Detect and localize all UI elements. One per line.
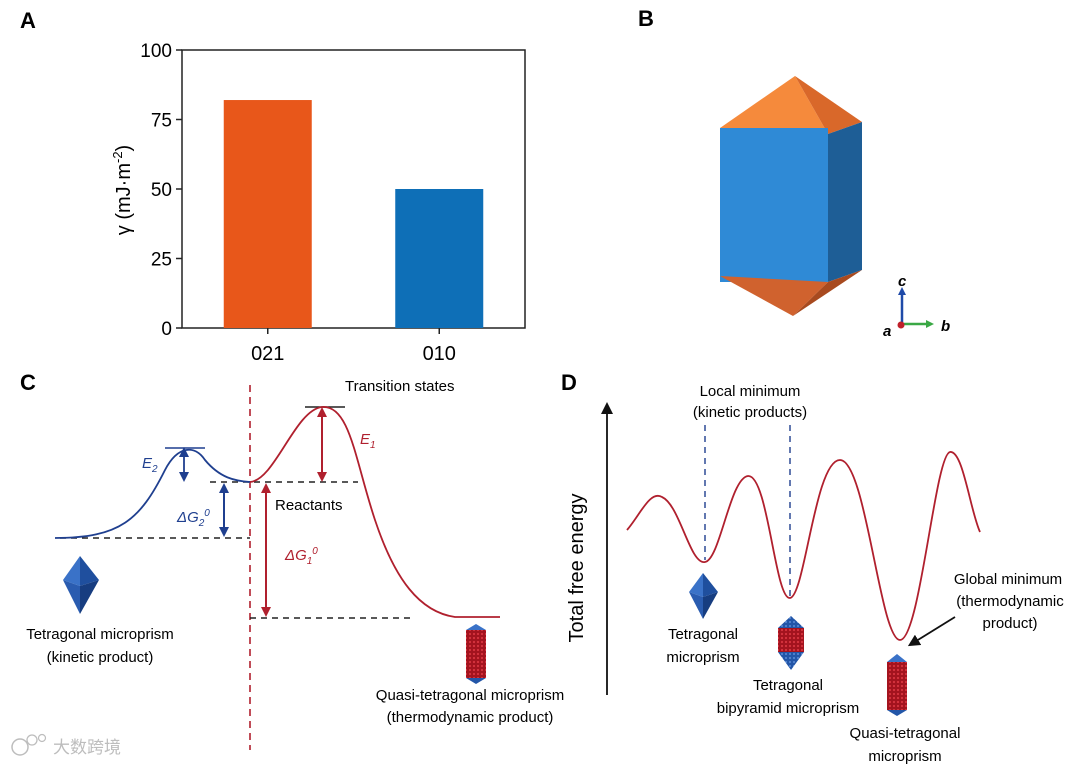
product3-icon [887, 654, 907, 716]
x-tick-label: 021 [251, 343, 284, 365]
crystal-model [720, 76, 862, 316]
panel-label-c: C [20, 370, 36, 395]
e2-label: E2 [142, 455, 158, 475]
watermark-logo-icon [11, 738, 29, 756]
global-min-arrow [907, 616, 956, 647]
crystal-top-right-face [795, 76, 862, 134]
y-tick-label: 0 [161, 319, 172, 340]
watermark-text: 大数跨境 [53, 738, 121, 757]
crystal-bottom-right-face [793, 270, 862, 316]
kinetic-product-desc: (kinetic product) [47, 649, 154, 666]
crystal-front-face [720, 128, 828, 282]
x-tick-label: 010 [423, 343, 456, 365]
kinetic-pathway-curve [54, 449, 251, 539]
product2-label-1: Tetragonal [753, 677, 823, 694]
kinetic-product-icon [63, 556, 99, 614]
dg2-label: ΔG20 [176, 508, 210, 529]
y-axis-label: γ (mJ·m-2) [110, 145, 135, 235]
watermark: 大数跨境 [11, 733, 121, 757]
crystal-side-face [828, 122, 862, 282]
e1-label: E1 [360, 431, 376, 451]
a-axis-dot [897, 321, 905, 329]
y-tick-label: 75 [151, 111, 172, 132]
product2-icon [778, 616, 804, 670]
product1-label-1: Tetragonal [668, 626, 738, 643]
product2-label-2: bipyramid microprism [717, 700, 860, 717]
energy-axis-label: Total free energy [566, 494, 588, 643]
product1-label-2: microprism [666, 649, 739, 666]
c-axis-label: c [898, 273, 907, 290]
product3-label-1: Quasi-tetragonal [850, 725, 961, 742]
panel-label-d: D [561, 370, 577, 395]
energy-landscape-curve [626, 451, 981, 641]
y-tick-label: 50 [151, 180, 172, 201]
b-axis-label: b [941, 318, 950, 335]
crystal-top-left-face [720, 76, 828, 134]
local-min-label-1: Local minimum [700, 383, 801, 400]
thermo-pathway-curve [249, 406, 500, 618]
crystal-axes: c a b [883, 273, 950, 340]
dg1-label: ΔG10 [284, 546, 318, 567]
bar-chart: 0 25 50 75 100 021 010 [140, 41, 526, 365]
global-min-label-2: (thermodynamic [956, 593, 1064, 610]
global-min-label-1: Global minimum [954, 571, 1062, 588]
y-tick-label: 25 [151, 250, 172, 271]
thermo-product-name: Quasi-tetragonal microprism [376, 687, 564, 704]
panel-label-a: A [20, 8, 36, 33]
thermo-product-desc: (thermodynamic product) [387, 709, 554, 726]
bar-021 [223, 100, 312, 328]
product1-icon [689, 573, 718, 619]
bar-010 [395, 189, 484, 328]
panel-label-b: B [638, 6, 654, 31]
crystal-bottom-left-face [720, 276, 828, 316]
kinetic-product-name: Tetragonal microprism [26, 626, 174, 643]
thermo-product-icon [466, 624, 486, 684]
global-min-label-3: product) [982, 615, 1037, 632]
y-tick-label: 100 [140, 41, 172, 62]
reactants-label: Reactants [275, 497, 343, 514]
transition-states-label: Transition states [345, 378, 455, 395]
a-axis-label: a [883, 323, 891, 340]
product3-label-2: microprism [868, 748, 941, 765]
local-min-label-2: (kinetic products) [693, 404, 807, 421]
